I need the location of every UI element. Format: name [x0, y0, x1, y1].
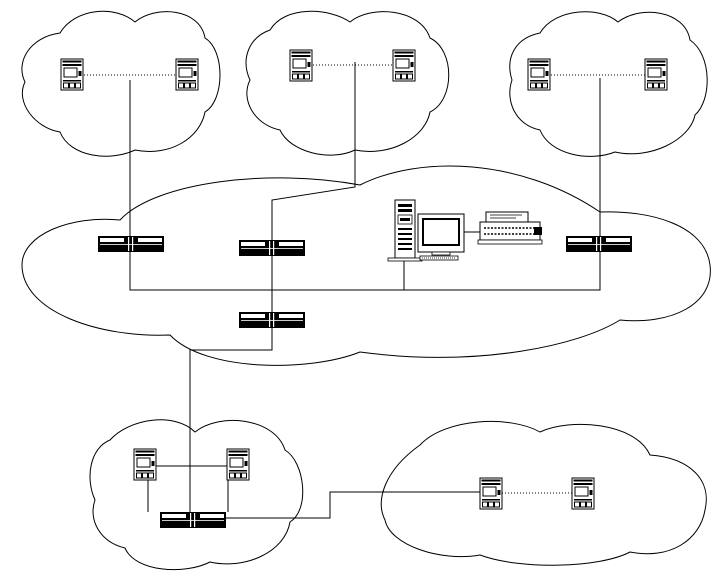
- hub-icon: [98, 236, 164, 252]
- network-links: [129, 62, 601, 519]
- workstation-icon: [133, 448, 157, 481]
- cloud-top-center: [245, 10, 450, 156]
- monitor-icon: [417, 213, 465, 261]
- workstation-icon: [392, 49, 416, 82]
- workstation-icon: [289, 49, 313, 82]
- workstation-icon: [644, 58, 668, 91]
- workstation-icon: [527, 58, 551, 91]
- cloud-central-backbone: [21, 165, 711, 366]
- hub-icon: [160, 512, 226, 528]
- workstation-icon: [479, 477, 503, 510]
- hub-icon: [239, 312, 305, 328]
- cloud-bottom-left: [89, 419, 304, 571]
- printer-icon: [477, 211, 543, 245]
- hub-icon: [239, 240, 305, 256]
- workstation-icon: [571, 477, 595, 510]
- server-tower-icon: [387, 199, 423, 262]
- cloud-top-left: [21, 10, 221, 157]
- cloud-top-right: [509, 11, 708, 157]
- workstation-icon: [60, 58, 84, 91]
- peer-links: [84, 64, 645, 494]
- hub-icon: [566, 236, 632, 252]
- cloud-bottom-right: [380, 420, 707, 566]
- workstation-icon: [226, 448, 250, 481]
- workstation-icon: [175, 58, 199, 91]
